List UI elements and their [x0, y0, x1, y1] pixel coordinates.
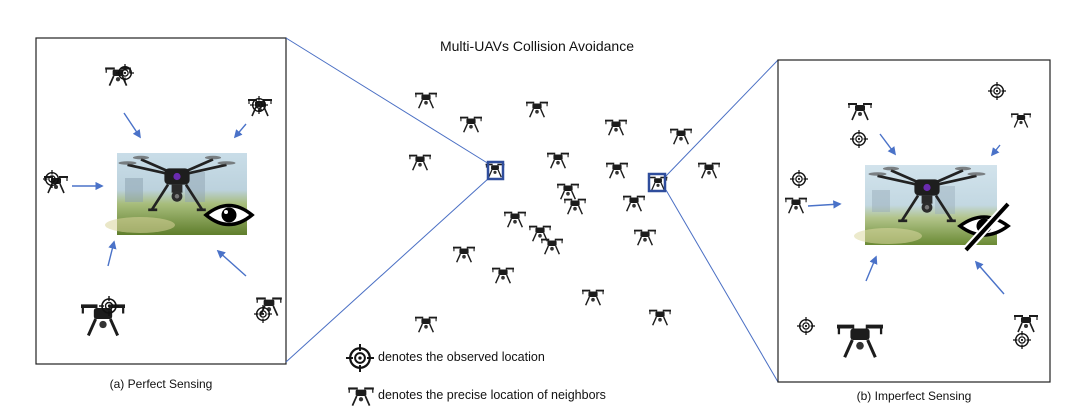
swarm-drone: [459, 116, 483, 134]
swarm-drone: [503, 211, 527, 229]
panel-a-arrows: [72, 112, 247, 277]
focus-square-b: [647, 172, 667, 193]
swarm-drone: [452, 246, 476, 264]
central-swarm: [408, 92, 721, 334]
panel-b-arrows: [807, 133, 1005, 295]
swarm-drone: [563, 198, 587, 216]
swarm-drone: [633, 229, 657, 247]
swarm-drone: [604, 119, 628, 137]
swarm-drone: [622, 195, 646, 213]
swarm-drone: [697, 162, 721, 180]
eye-slash-icon: [957, 201, 1011, 253]
legend-drone-icon: [347, 387, 375, 407]
swarm-drone: [540, 238, 564, 256]
legend-observed-text: denotes the observed location: [378, 350, 545, 364]
panel-a-caption: (a) Perfect Sensing: [109, 377, 213, 391]
zoom-connectors: [285, 37, 779, 383]
swarm-drone: [414, 92, 438, 110]
swarm-drone: [546, 152, 570, 170]
legend-target-icon: [344, 342, 376, 374]
swarm-drone: [408, 154, 432, 172]
swarm-drone: [491, 267, 515, 285]
swarm-drone: [605, 162, 629, 180]
swarm-drone: [581, 289, 605, 307]
panel-perfect-sensing: [35, 37, 287, 365]
eye-icon: [203, 203, 255, 227]
swarm-drone: [525, 101, 549, 119]
diagram-title: Multi-UAVs Collision Avoidance: [439, 38, 634, 54]
panel-a-photo: [105, 153, 247, 235]
focus-square-a: [486, 160, 505, 181]
panel-imperfect-sensing: [777, 59, 1051, 383]
swarm-drone: [414, 316, 438, 334]
legend-precise-text: denotes the precise location of neighbor…: [378, 388, 606, 402]
swarm-drone: [648, 309, 672, 327]
swarm-drone: [556, 183, 580, 201]
panel-b-caption: (b) Imperfect Sensing: [856, 389, 972, 403]
swarm-drone: [669, 128, 693, 146]
